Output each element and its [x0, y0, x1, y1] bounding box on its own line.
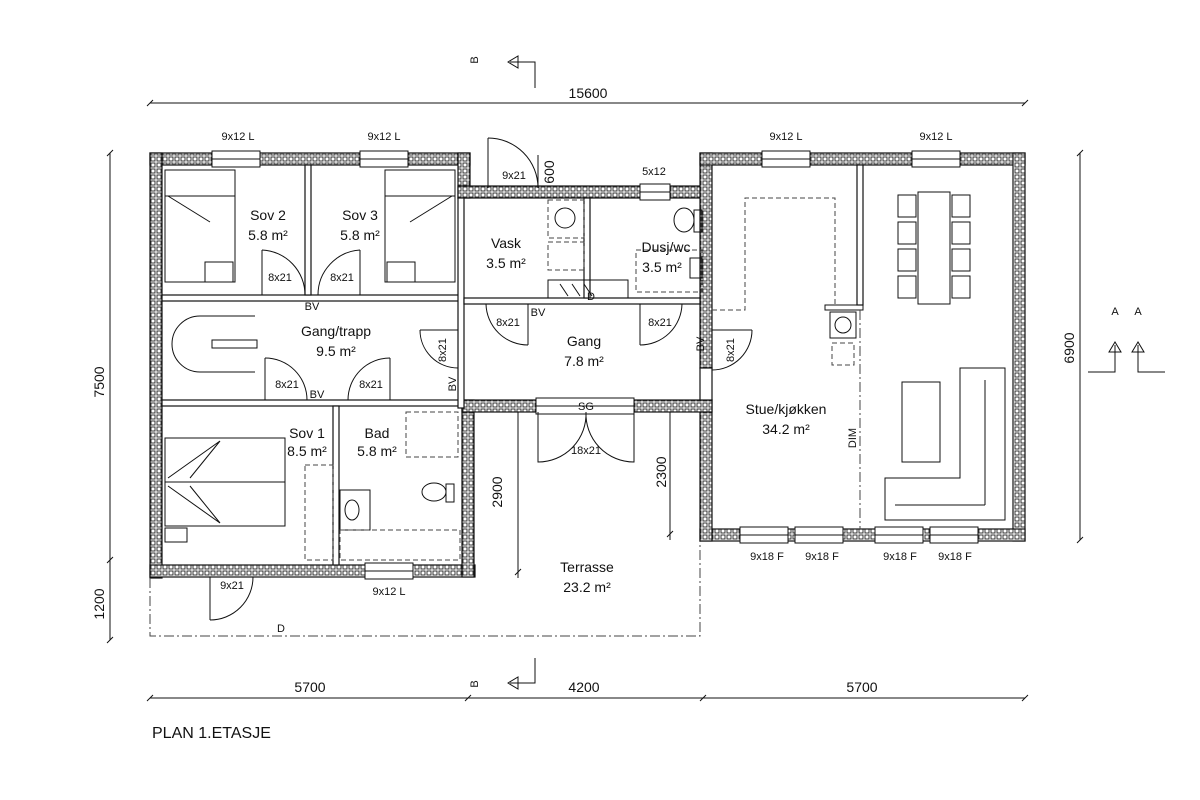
kitchen-counter: [712, 197, 864, 311]
window-label-sov2: 9x12 L: [221, 131, 254, 143]
door-label-gang2: 8x21: [648, 317, 672, 329]
section-b-top: B: [469, 56, 481, 63]
room-dusjwc-area: 3.5 m²: [642, 259, 682, 275]
sofa: [884, 367, 1006, 521]
room-terrasse-name: Terrasse: [560, 559, 614, 575]
section-markers: [507, 55, 1165, 690]
room-sov3-name: Sov 3: [342, 207, 378, 223]
room-vask-area: 3.5 m²: [486, 255, 526, 271]
door-label-stue: 8x21: [725, 338, 737, 362]
door-label-gang1: 8x21: [496, 317, 520, 329]
section-b-bottom: B: [469, 680, 481, 687]
window-label-s3: 9x18 F: [883, 551, 917, 563]
door-label-vask-ext: 9x21: [502, 170, 526, 182]
window-label-s4: 9x18 F: [938, 551, 972, 563]
room-bad-name: Bad: [365, 425, 390, 441]
room-stue-area: 34.2 m²: [762, 421, 810, 437]
room-sov2-area: 5.8 m²: [248, 227, 288, 243]
doors: [209, 137, 753, 621]
room-terrasse-area: 23.2 m²: [563, 579, 611, 595]
dim-left-height: 7500: [91, 366, 107, 397]
door-label-sov2: 8x21: [268, 272, 292, 284]
bv-mark-3: BV: [310, 389, 325, 401]
dim-bottom-right: 5700: [846, 679, 877, 695]
dimension-lines: [106, 99, 1084, 702]
dim-terrace-inner: 2300: [653, 456, 669, 487]
dim-window-gap: 600: [541, 160, 557, 184]
d-mark-line: D: [277, 623, 285, 635]
bathroom-fixtures: [339, 411, 461, 561]
window-label-stue1: 9x12 L: [769, 131, 802, 143]
door-label-bad: 8x21: [359, 379, 383, 391]
bv-mark-2: BV: [531, 307, 546, 319]
sg-mark: SG: [578, 401, 594, 413]
room-vask-name: Vask: [491, 235, 522, 251]
room-gangtrapp-name: Gang/trapp: [301, 323, 371, 339]
room-gangtrapp-area: 9.5 m²: [316, 343, 356, 359]
room-gang-name: Gang: [567, 333, 601, 349]
room-sov1-name: Sov 1: [289, 425, 325, 441]
fireplace: [829, 311, 857, 366]
interior-walls: [161, 164, 864, 566]
room-sov3-area: 5.8 m²: [340, 227, 380, 243]
dim-bottom-left: 5700: [294, 679, 325, 695]
bv-mark-5: BV: [695, 336, 707, 351]
dim-bottom-extension: 1200: [91, 588, 107, 619]
double-bed-sov1: [164, 437, 286, 543]
vask-fixtures: [547, 199, 629, 299]
room-bad-area: 5.8 m²: [357, 443, 397, 459]
bed-sov3: [384, 169, 456, 283]
window-label-stue2: 9x12 L: [919, 131, 952, 143]
plan-title: PLAN 1.ETASJE: [152, 725, 271, 742]
bed-sov2: [164, 169, 236, 283]
d-mark-small: D: [587, 291, 595, 303]
door-label-sov1: 8x21: [275, 379, 299, 391]
window-label-s2: 9x18 F: [805, 551, 839, 563]
staircase: [171, 315, 258, 373]
dim-terrace-depth: 2900: [489, 476, 505, 507]
room-sov1-area: 8.5 m²: [287, 443, 327, 459]
bv-mark-4: BV: [447, 376, 459, 391]
door-label-terrasse: 18x21: [571, 445, 601, 457]
door-label-gangtrapp-right: 8x21: [437, 338, 449, 362]
dusj-fixtures: [635, 207, 703, 293]
dim-bottom-mid: 4200: [568, 679, 599, 695]
windows: [211, 150, 979, 580]
window-label-dusj: 5x12: [642, 166, 666, 178]
door-label-sov1-ext: 9x21: [220, 580, 244, 592]
window-label-bad: 9x12 L: [372, 586, 405, 598]
wardrobe-sov1: [304, 464, 334, 561]
section-a-right: A: [1134, 306, 1142, 318]
section-a-left: A: [1111, 306, 1119, 318]
dim-mark: DIM: [847, 428, 859, 448]
dim-total-width: 15600: [569, 85, 608, 101]
terrace-outline: [149, 541, 701, 637]
dim-right-height: 6900: [1061, 332, 1077, 363]
window-label-s1: 9x18 F: [750, 551, 784, 563]
window-label-sov3: 9x12 L: [367, 131, 400, 143]
room-sov2-name: Sov 2: [250, 207, 286, 223]
room-dusjwc-name: Dusj/wc: [641, 239, 690, 255]
room-gang-area: 7.8 m²: [564, 353, 604, 369]
door-label-sov3: 8x21: [330, 272, 354, 284]
room-stue-name: Stue/kjøkken: [746, 401, 827, 417]
bv-mark-1: BV: [305, 301, 320, 313]
dining-table: [897, 191, 971, 305]
